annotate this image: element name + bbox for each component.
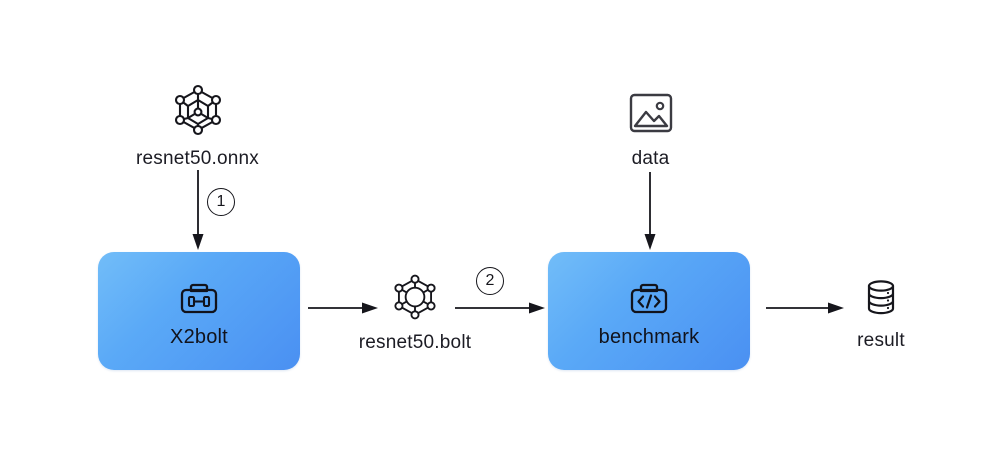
node-label-result: result xyxy=(857,330,905,351)
toolbox-tool-icon xyxy=(176,274,222,320)
node-result[interactable]: result xyxy=(832,276,930,352)
step-badge-2: 2 xyxy=(476,267,504,295)
arrow-onnx-to-x2bolt xyxy=(190,170,206,252)
image-icon xyxy=(626,88,676,138)
arrow-benchmark-to-result xyxy=(766,300,846,316)
node-resnet50-onnx[interactable]: resnet50.onnx xyxy=(120,82,275,170)
step-number-1: 1 xyxy=(216,193,226,210)
node-label-resnet50-bolt: resnet50.bolt xyxy=(358,332,472,353)
graph-cube-icon xyxy=(170,82,226,138)
process-box-x2bolt[interactable]: X2bolt xyxy=(98,252,300,370)
toolbox-code-icon xyxy=(626,274,672,320)
process-box-benchmark[interactable]: benchmark xyxy=(548,252,750,370)
arrow-bolt-to-benchmark xyxy=(455,300,547,316)
node-data[interactable]: data xyxy=(588,88,713,170)
arrow-x2bolt-to-bolt xyxy=(308,300,380,316)
graph-circle-icon xyxy=(390,272,440,322)
node-label-data: data xyxy=(631,148,670,169)
node-label-resnet50-onnx: resnet50.onnx xyxy=(135,148,260,169)
process-label-benchmark: benchmark xyxy=(598,325,700,348)
step-badge-1: 1 xyxy=(207,188,235,216)
database-icon xyxy=(859,276,903,320)
arrow-data-to-benchmark xyxy=(642,172,658,252)
node-resnet50-bolt[interactable]: resnet50.bolt xyxy=(345,272,485,354)
process-label-x2bolt: X2bolt xyxy=(170,325,228,348)
step-number-2: 2 xyxy=(485,272,495,289)
